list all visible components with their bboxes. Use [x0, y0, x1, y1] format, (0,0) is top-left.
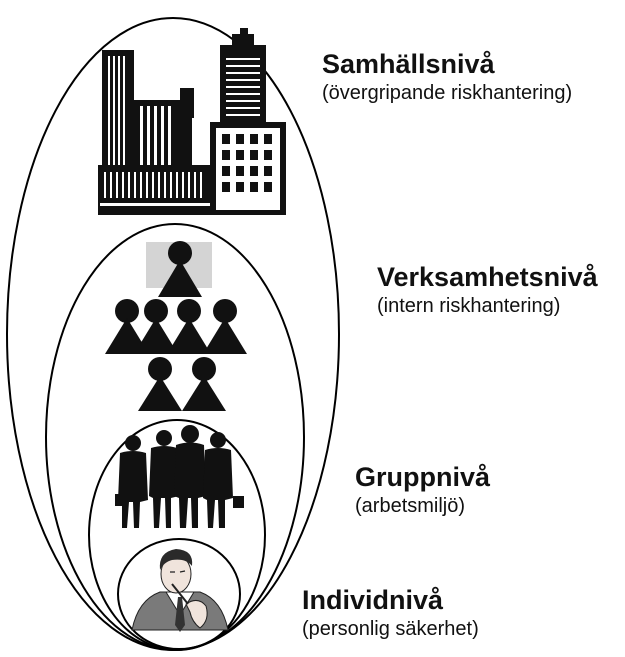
city-buildings-icon	[98, 28, 286, 215]
level-title: Samhällsnivå	[322, 49, 495, 79]
ellipse-individniva	[117, 538, 241, 650]
level-subtitle: (intern riskhantering)	[377, 295, 561, 317]
level-label-verksamhetsniva: Verksamhetsnivå (intern riskhantering)	[377, 261, 598, 319]
level-title: Verksamhetsnivå	[377, 262, 598, 292]
level-label-samhallsniva: Samhällsnivå (övergripande riskhantering…	[322, 48, 572, 106]
level-subtitle: (personlig säkerhet)	[302, 618, 479, 640]
thinking-person-icon	[131, 549, 229, 632]
ellipse-gruppniva	[88, 419, 266, 651]
level-subtitle: (övergripande riskhantering)	[322, 82, 573, 104]
level-title: Gruppnivå	[355, 462, 491, 492]
level-label-individniva: Individnivå (personlig säkerhet)	[302, 584, 479, 642]
business-group-icon	[115, 425, 244, 528]
level-label-gruppniva: Gruppnivå (arbetsmiljö)	[355, 461, 490, 519]
organization-hierarchy-icon	[105, 241, 247, 411]
level-title: Individnivå	[302, 585, 444, 615]
level-subtitle: (arbetsmiljö)	[355, 495, 466, 517]
